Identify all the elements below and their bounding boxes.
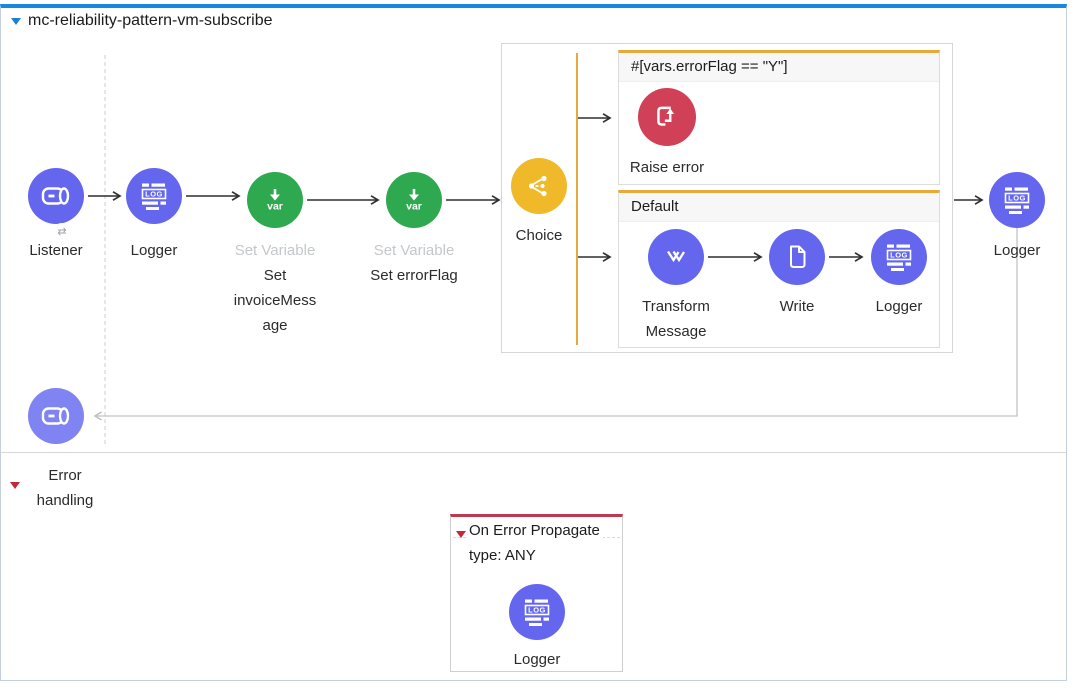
on-error-type-label: type: ANY — [469, 547, 536, 564]
svg-text:var: var — [406, 201, 422, 213]
sync-arrows-badge: ⇄ — [53, 223, 71, 241]
raise-error-icon — [657, 106, 675, 126]
error-handling-label: Error handling — [36, 467, 94, 509]
transform-message-node[interactable] — [648, 229, 704, 285]
set-variable-2-type-label: Set Variable — [373, 242, 455, 259]
svg-text:LOG: LOG — [528, 606, 546, 615]
logger-error-node[interactable]: LOG — [509, 584, 565, 640]
error-handling-collapse-icon[interactable] — [10, 482, 20, 489]
vm-listener-icon — [41, 187, 70, 205]
raise-error-node[interactable] — [638, 88, 696, 146]
set-variable-2-name: Set errorFlag — [370, 267, 458, 284]
logger-in-node[interactable]: LOG — [126, 168, 182, 224]
svg-text:LOG: LOG — [890, 251, 908, 260]
set-variable-2-node[interactable]: var — [386, 172, 442, 228]
logger-icon: LOG — [141, 183, 167, 210]
when-condition[interactable]: #[vars.errorFlag == "Y"] — [619, 53, 939, 82]
set-variable-icon: var — [267, 189, 283, 213]
write-node[interactable] — [769, 229, 825, 285]
logger-error-label: Logger — [513, 651, 561, 668]
transform-message-label: Transform Message — [642, 298, 710, 340]
on-error-propagate-box[interactable]: On Error Propagate type: ANY LOG Logger — [450, 514, 623, 672]
svg-text:LOG: LOG — [145, 190, 163, 199]
when-branch-box[interactable]: #[vars.errorFlag == "Y"] — [618, 50, 940, 185]
raise-error-label: Raise error — [629, 159, 705, 176]
svg-text:LOG: LOG — [1008, 194, 1026, 203]
logger-icon: LOG — [1004, 187, 1030, 214]
vm-listener-node[interactable] — [28, 168, 84, 224]
logger-default-node[interactable]: LOG — [871, 229, 927, 285]
error-section-divider — [1, 452, 1066, 453]
flow-title[interactable]: mc-reliability-pattern-vm-subscribe — [28, 12, 273, 29]
logger-icon: LOG — [886, 244, 912, 271]
on-error-collapse-icon[interactable] — [456, 531, 466, 538]
vm-publish-icon — [41, 407, 70, 425]
on-error-propagate-title: On Error Propagate — [466, 522, 603, 539]
logger-out-label: Logger — [993, 242, 1041, 259]
choice-icon — [528, 175, 547, 197]
default-branch-header[interactable]: Default — [619, 193, 939, 222]
set-variable-icon: var — [406, 189, 422, 213]
listener-label: Listener — [29, 242, 83, 259]
flow-collapse-icon[interactable] — [11, 18, 21, 25]
set-variable-1-name: Set invoiceMessage — [233, 267, 317, 334]
svg-text:var: var — [267, 201, 283, 213]
logger-icon: LOG — [524, 599, 550, 626]
set-variable-1-type-label: Set Variable — [234, 242, 316, 259]
choice-node[interactable] — [511, 158, 567, 214]
write-icon — [790, 245, 806, 268]
vm-publish-node[interactable] — [28, 388, 84, 444]
logger-default-label: Logger — [875, 298, 923, 315]
logger-in-label: Logger — [130, 242, 178, 259]
set-variable-1-node[interactable]: var — [247, 172, 303, 228]
logger-out-node[interactable]: LOG — [989, 172, 1045, 228]
choice-label: Choice — [515, 227, 563, 244]
transform-message-icon — [667, 250, 685, 263]
